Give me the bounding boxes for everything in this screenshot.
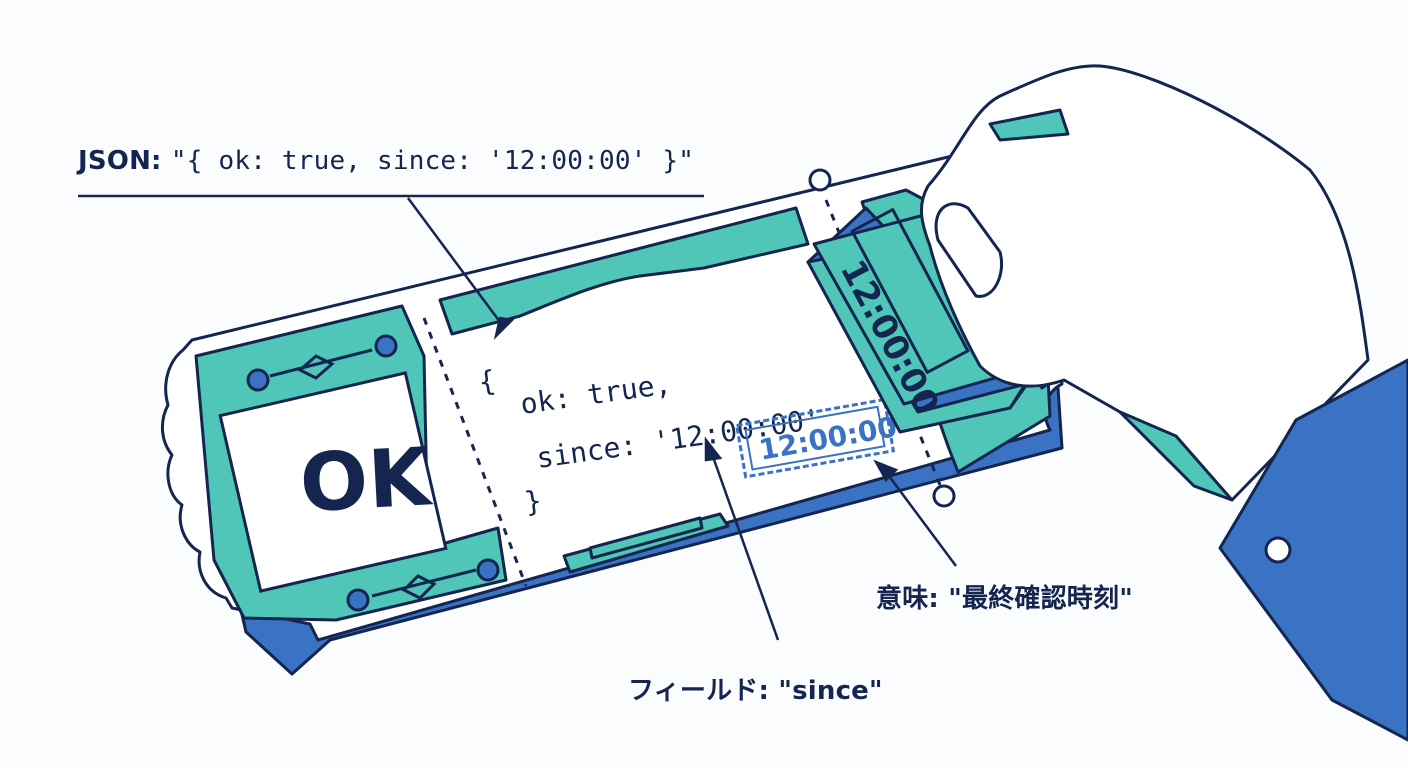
rivet-icon [374,334,398,358]
json-callout-prefix: JSON: [78,146,171,176]
perforation-notch [808,168,832,192]
perforation-notch [932,484,956,508]
json-callout-label: JSON: "{ ok: true, since: '12:00:00' }" [78,146,694,176]
meaning-callout-label: 意味: "最終確認時刻" [876,584,1133,614]
callout-lines [78,194,958,641]
field-callout-label: フィールド: "since" [628,676,883,706]
cuff-button-icon [1264,536,1292,564]
rivet-icon [346,588,370,612]
hand [919,64,1408,742]
code-line: { [476,364,497,399]
json-callout-value: "{ ok: true, since: '12:00:00' }" [170,146,695,176]
ticket-left-stub [194,304,508,622]
rivet-icon [476,558,500,582]
code-line: } [522,484,543,519]
status-ok-text: OK [298,430,436,530]
rivet-icon [246,368,270,392]
